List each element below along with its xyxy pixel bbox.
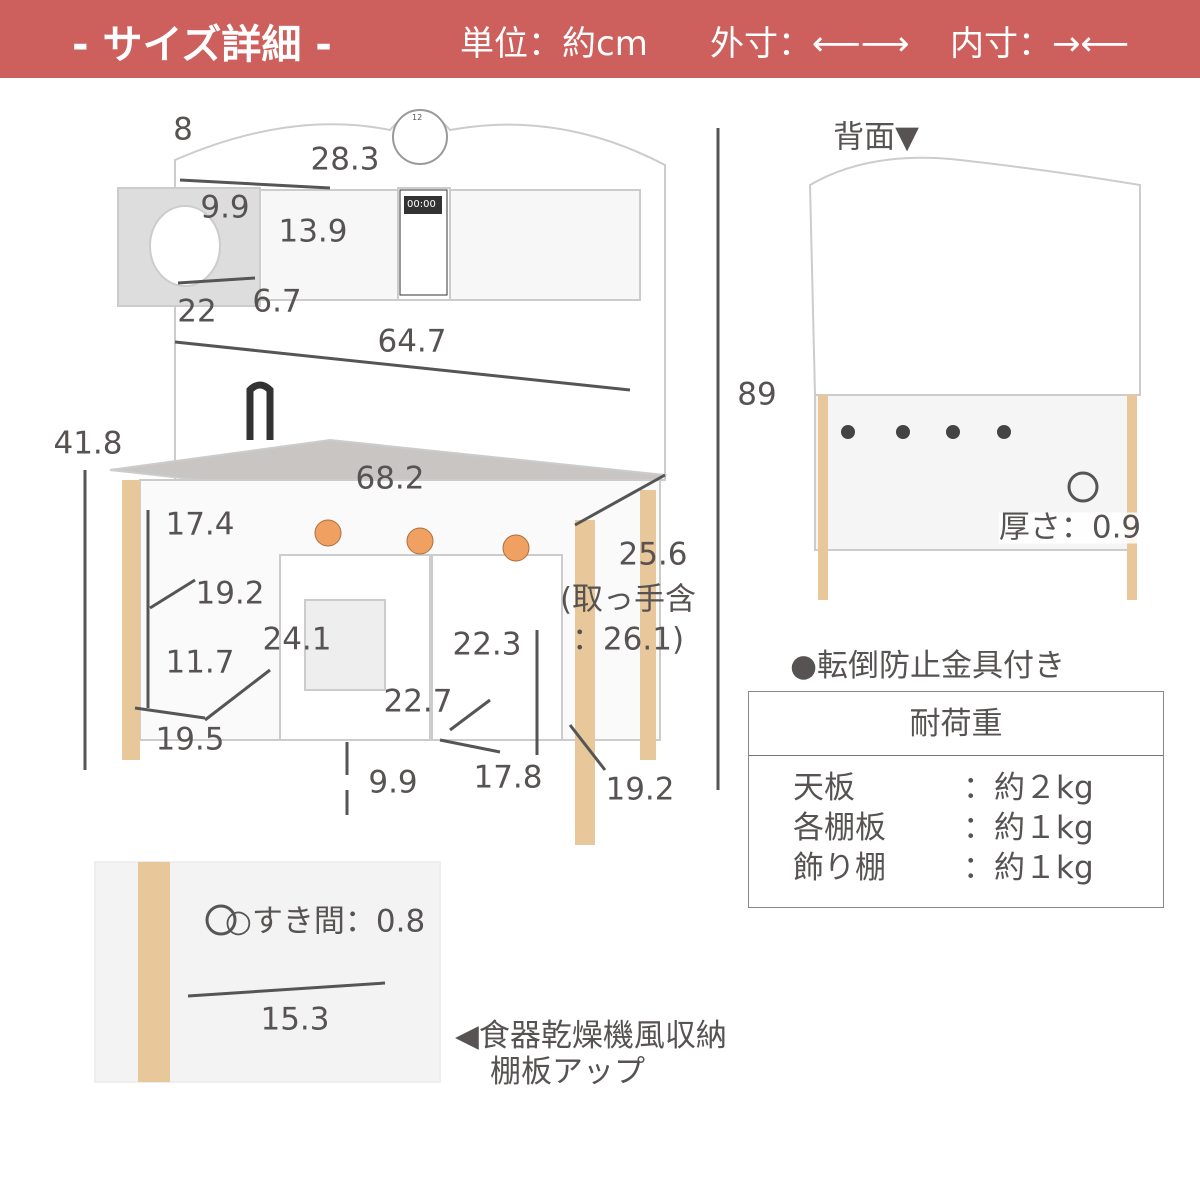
dim-28-3: 28.3 bbox=[310, 141, 380, 178]
row-key: 飾り棚 bbox=[793, 850, 886, 886]
table-row: 天板 ：約２kg bbox=[749, 768, 1163, 808]
clock-icon bbox=[392, 109, 448, 165]
dim-68-2: 68.2 bbox=[355, 460, 425, 497]
dim-9-9-top: 9.9 bbox=[200, 189, 250, 226]
dim-22-7: 22.7 bbox=[383, 683, 453, 720]
row-value: ：約１kg bbox=[963, 850, 1094, 886]
table-row: 飾り棚 ：約１kg bbox=[749, 848, 1163, 888]
handle-note-1: (取っ手含 bbox=[559, 581, 697, 618]
dim-25-6: 25.6 bbox=[618, 536, 688, 573]
dim-64-7: 64.7 bbox=[377, 323, 447, 360]
closeup-caption-2: 棚板アップ bbox=[490, 1054, 645, 1090]
table-row: 各棚板 ：約１kg bbox=[749, 808, 1163, 848]
back-view-label: 背面▼ bbox=[833, 119, 919, 156]
dim-22-3: 22.3 bbox=[452, 626, 522, 663]
dim-19-2-right: 19.2 bbox=[605, 771, 675, 808]
dim-11-7: 11.7 bbox=[165, 644, 235, 681]
dim-89: 89 bbox=[737, 376, 777, 413]
row-value: ：約１kg bbox=[963, 810, 1094, 846]
dim-24-1: 24.1 bbox=[262, 621, 332, 658]
dim-22: 22 bbox=[177, 293, 217, 330]
anti-tip-note: ●転倒防止金具付き bbox=[790, 648, 1066, 684]
timer-display: 00:00 bbox=[407, 199, 436, 210]
header-bar: - サイズ詳細 - 単位：約cm 外寸：⟵⟶ 内寸：→⟵ bbox=[0, 0, 1200, 78]
dim-15-3: 15.3 bbox=[260, 1001, 330, 1038]
row-key: 各棚板 bbox=[793, 810, 886, 846]
outer-legend: 外寸：⟵⟶ bbox=[710, 24, 910, 64]
row-key: 天板 bbox=[793, 770, 855, 806]
clock-number: 12 bbox=[412, 113, 423, 122]
dim-9-9-bottom: 9.9 bbox=[368, 764, 418, 801]
header-title: - サイズ詳細 - bbox=[72, 22, 332, 68]
thickness-label: 厚さ：0.9 bbox=[998, 509, 1142, 546]
dim-41-8: 41.8 bbox=[53, 425, 123, 462]
gap-label: ○すき間：0.8 bbox=[224, 903, 426, 940]
dim-19-2-left: 19.2 bbox=[195, 575, 265, 612]
closeup-caption-1: ◀食器乾燥機風収納 bbox=[455, 1018, 727, 1054]
load-capacity-table: 耐荷重 天板 ：約２kg 各棚板 ：約１kg 飾り棚 ：約１kg bbox=[748, 691, 1164, 908]
dim-6-7: 6.7 bbox=[252, 283, 302, 320]
inner-legend: 内寸：→⟵ bbox=[950, 24, 1130, 64]
table-title: 耐荷重 bbox=[749, 692, 1163, 756]
dim-17-8: 17.8 bbox=[473, 759, 543, 796]
dim-19-5: 19.5 bbox=[155, 721, 225, 758]
dim-17-4: 17.4 bbox=[165, 506, 235, 543]
row-value: ：約２kg bbox=[963, 770, 1094, 806]
dim-13-9: 13.9 bbox=[278, 213, 348, 250]
unit-label: 単位：約cm bbox=[460, 24, 648, 64]
handle-note-2: ：26.1) bbox=[571, 621, 685, 658]
dim-8: 8 bbox=[173, 111, 193, 148]
